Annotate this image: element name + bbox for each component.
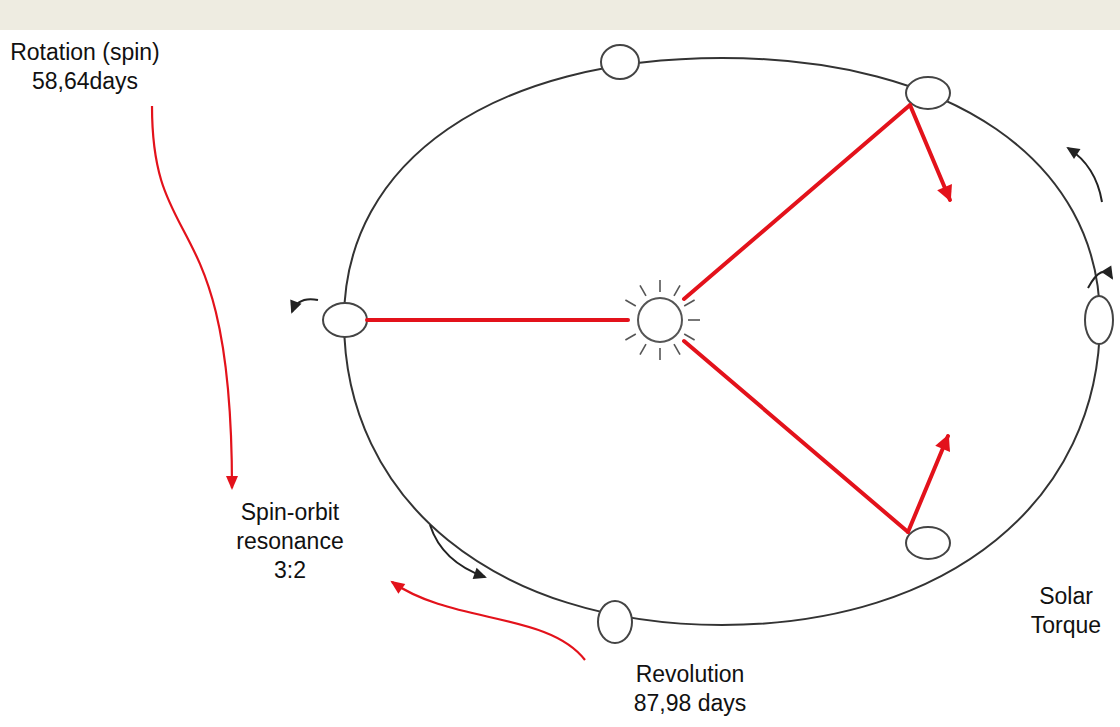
sun-symbol [638,298,682,342]
annotation-label: Rotation (spin) 58,64days [5,38,165,96]
header-band [0,0,1120,30]
sun-planet-lines [367,105,910,532]
leader-arrows [152,106,585,660]
planet-positions [323,45,1113,643]
annotation-label: Solar Torque [1016,582,1116,640]
annotation-label: Revolution 87,98 days [620,660,760,718]
sun-rays [625,280,700,360]
orbit-ellipse [344,58,1100,625]
torque-arrows [908,105,950,532]
direction-arrows [292,148,1112,577]
annotation-label: Spin-orbit resonance 3:2 [225,498,355,585]
